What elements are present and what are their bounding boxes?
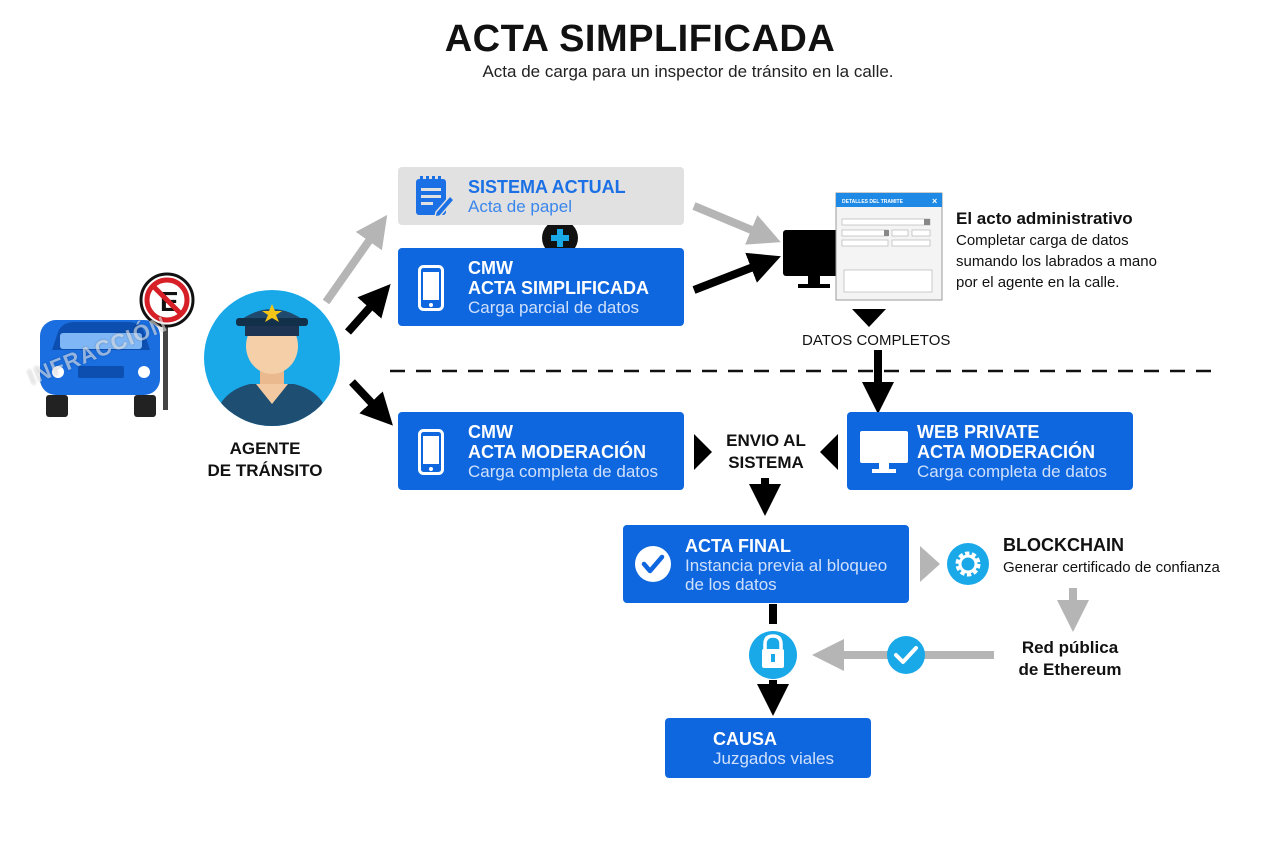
web-private-box: WEB PRIVATE ACTA MODERACIÓN Carga comple…	[847, 412, 1133, 490]
agent-label: AGENTE DE TRÁNSITO	[190, 438, 340, 482]
sistema-actual-subtitle: Acta de papel	[468, 197, 572, 216]
web-private-subtitle: Carga completa de datos	[917, 462, 1107, 481]
web-private-line2: ACTA MODERACIÓN	[917, 442, 1095, 462]
lock-icon	[749, 631, 797, 679]
acto-administrativo-line-3: por el agente en la calle.	[956, 274, 1120, 291]
envio-line2: SISTEMA	[728, 453, 804, 472]
form-window-title: DETALLES DEL TRAMITE	[842, 199, 904, 205]
check-circle-icon	[635, 546, 671, 582]
cmw-simplificada-line1: CMW	[468, 258, 513, 278]
agent-label-line2: DE TRÁNSITO	[207, 461, 323, 480]
smartphone-icon	[418, 265, 444, 311]
cmw-simplificada-box: CMW ACTA SIMPLIFICADA Carga parcial de d…	[398, 248, 684, 326]
form-window-icon: DETALLES DEL TRAMITE ×	[835, 192, 943, 301]
notepad-icon	[416, 176, 454, 218]
acta-final-line2: de los datos	[685, 575, 777, 594]
blockchain-subtitle: Generar certificado de confianza	[1003, 559, 1220, 576]
causa-box: CAUSA Juzgados viales	[665, 718, 871, 778]
causa-subtitle: Juzgados viales	[713, 749, 834, 768]
gear-icon	[947, 543, 989, 585]
cmw-simplificada-subtitle: Carga parcial de datos	[468, 298, 640, 317]
sistema-actual-title: SISTEMA ACTUAL	[468, 177, 626, 197]
datos-completos-label: DATOS COMPLETOS	[802, 332, 951, 349]
cmw-moderacion-line1: CMW	[468, 422, 513, 442]
acto-administrativo-title: El acto administrativo	[956, 209, 1133, 228]
ethereum-line2: de Ethereum	[1018, 660, 1122, 679]
cmw-moderacion-line2: ACTA MODERACIÓN	[468, 442, 646, 462]
monitor-icon	[860, 431, 908, 473]
verified-check-icon	[887, 636, 925, 674]
ethereum-line1: Red pública	[1021, 638, 1119, 657]
ethereum-label: Red pública de Ethereum	[1000, 637, 1140, 681]
cmw-moderacion-subtitle: Carga completa de datos	[468, 462, 658, 481]
cmw-simplificada-line2: ACTA SIMPLIFICADA	[468, 278, 649, 298]
blockchain-title: BLOCKCHAIN	[1003, 535, 1124, 555]
plus-icon	[542, 220, 578, 256]
acta-final-title: ACTA FINAL	[685, 536, 791, 556]
causa-title: CAUSA	[713, 729, 778, 749]
page-subtitle: Acta de carga para un inspector de tráns…	[482, 62, 894, 81]
car-icon	[40, 320, 160, 417]
page-title: ACTA SIMPLIFICADA	[444, 18, 836, 60]
desktop-monitor-icon	[783, 230, 845, 288]
acto-administrativo-line-1: Completar carga de datos	[956, 232, 1129, 249]
smartphone-icon	[418, 429, 444, 475]
envio-line1: ENVIO AL	[726, 431, 806, 450]
agent-avatar-icon	[204, 290, 340, 426]
sistema-actual-box: SISTEMA ACTUAL Acta de papel	[398, 167, 684, 225]
acta-final-line1: Instancia previa al bloqueo	[685, 556, 888, 575]
web-private-line1: WEB PRIVATE	[917, 422, 1040, 442]
agent-label-line1: AGENTE	[229, 439, 301, 458]
no-parking-sign-icon: E	[139, 272, 195, 410]
svg-text:×: ×	[932, 196, 937, 206]
acto-administrativo-line-2: sumando los labrados a mano	[956, 253, 1157, 270]
acta-final-box: ACTA FINAL Instancia previa al bloqueo d…	[623, 525, 909, 603]
envio-label: ENVIO AL SISTEMA	[712, 430, 820, 474]
cmw-moderacion-box: CMW ACTA MODERACIÓN Carga completa de da…	[398, 412, 684, 490]
